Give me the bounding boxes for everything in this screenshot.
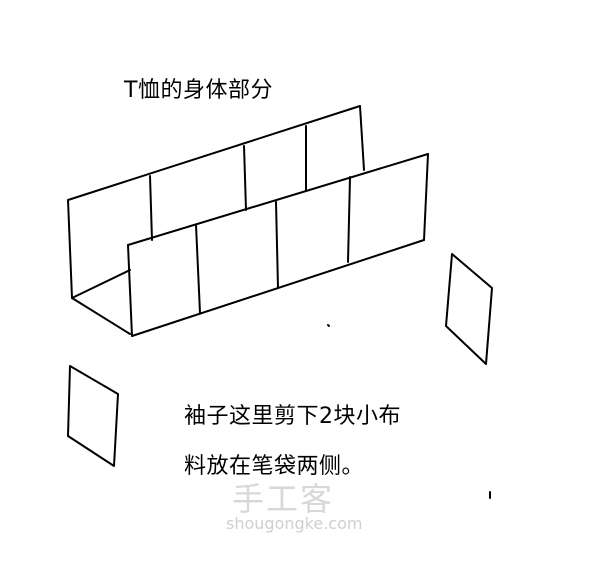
note-text-line-1: 袖子这里剪下2块小布 bbox=[184, 404, 401, 429]
bottom-panel bbox=[71, 269, 131, 335]
back-panel bbox=[67, 105, 365, 299]
diagram-title: T恤的身体部分 bbox=[124, 78, 273, 103]
stray-marks bbox=[327, 324, 491, 499]
left-side-piece bbox=[67, 365, 119, 467]
right-side-piece bbox=[445, 253, 493, 365]
watermark-logo-text: 手工客 bbox=[232, 480, 335, 518]
note-text-line-2: 料放在笔袋两侧。 bbox=[184, 454, 365, 479]
front-panel bbox=[127, 153, 429, 337]
watermark-url: shougongke.com bbox=[226, 514, 363, 533]
